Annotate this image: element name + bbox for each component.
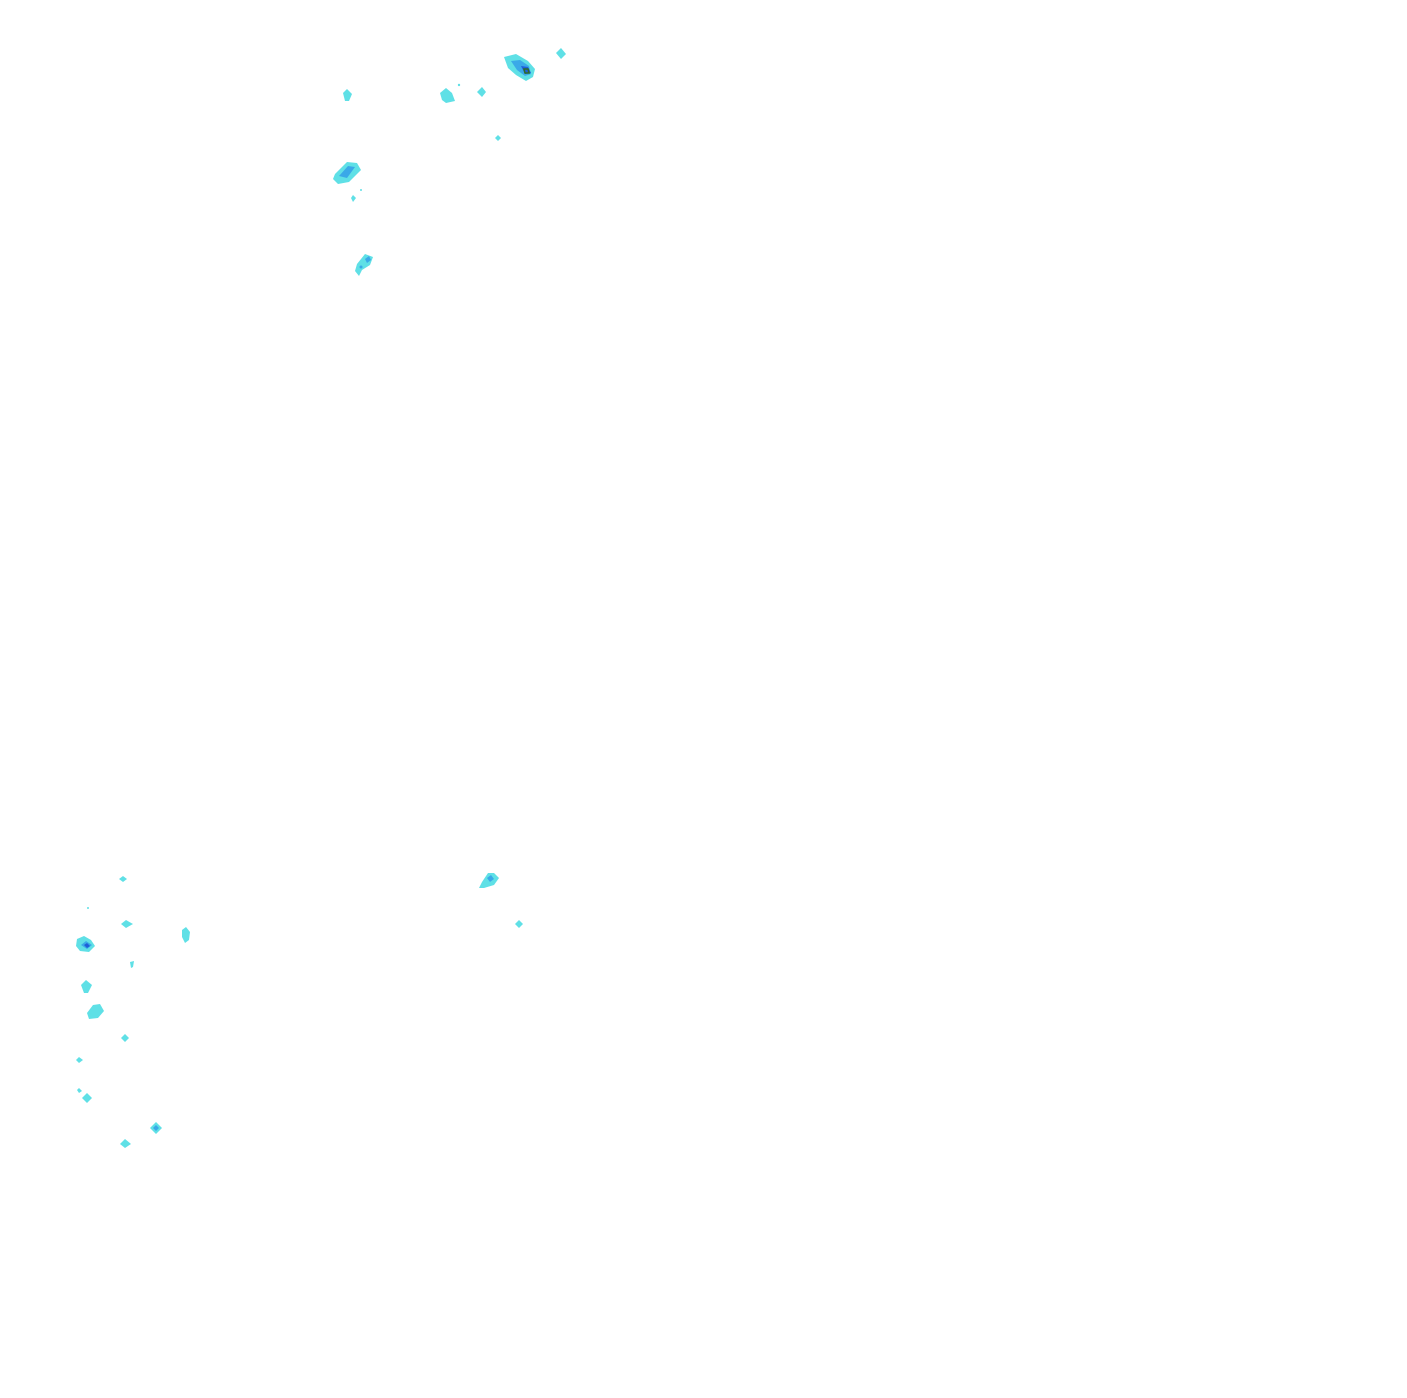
contour-blob	[84, 943, 90, 948]
contour-blob	[355, 254, 373, 276]
contour-blob	[121, 1034, 129, 1042]
contour-blob	[119, 876, 127, 882]
contour-blob	[87, 1004, 104, 1019]
upper-cluster	[333, 48, 566, 276]
contour-blob	[515, 920, 523, 928]
contour-dot	[360, 189, 362, 191]
contour-blob	[556, 48, 566, 59]
contour-dot	[87, 907, 89, 909]
contour-blob	[343, 89, 352, 101]
contour-blob	[121, 920, 133, 928]
contour-blob	[495, 135, 501, 141]
contour-blob	[153, 1125, 159, 1131]
contour-blob	[477, 87, 486, 97]
contour-blob	[182, 927, 190, 943]
lower-cluster	[76, 873, 523, 1148]
contour-blob	[351, 195, 356, 202]
contour-blob	[76, 1057, 83, 1063]
contour-blob	[77, 1088, 82, 1093]
contour-blob	[82, 1093, 92, 1103]
contour-dot	[457, 83, 461, 87]
contour-dot	[359, 265, 363, 269]
contour-blob	[130, 961, 134, 968]
contour-peak	[523, 68, 530, 74]
contour-blob	[487, 875, 494, 882]
contour-blob	[339, 166, 355, 178]
contour-blob	[440, 88, 455, 103]
contour-blob	[120, 1139, 131, 1148]
contour-blob	[81, 980, 92, 993]
contour-blob	[365, 256, 371, 263]
